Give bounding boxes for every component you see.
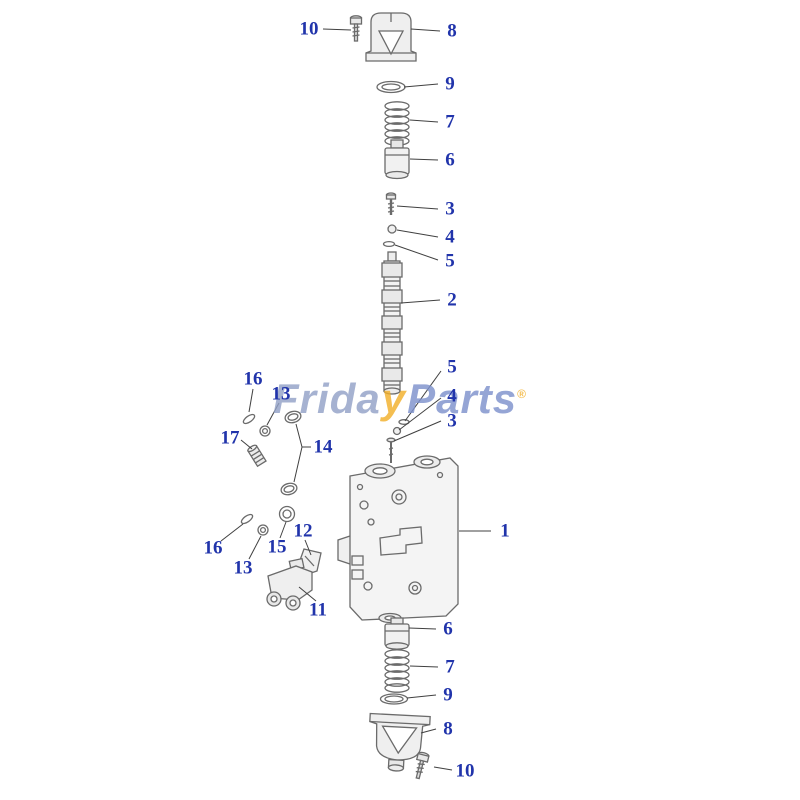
leader-10-bottom (433, 766, 453, 771)
leader-13-lower (248, 535, 262, 560)
watermark-text-frida: Frida (273, 375, 381, 422)
callout-8-bottom: 8 (443, 718, 453, 740)
part-14-gasket-lower-drawing (280, 482, 298, 496)
leader-8-bottom (420, 728, 437, 734)
leader-lines (220, 28, 491, 771)
watermark-text-parts: Parts (407, 375, 518, 422)
leader-3-mid (393, 420, 442, 442)
leader-16-lower (220, 523, 244, 542)
part-6-plug-top-drawing (384, 139, 410, 180)
leader-11 (298, 586, 317, 602)
callout-9-bottom: 9 (443, 684, 453, 706)
part-7-spring-bottom-drawing (384, 649, 410, 693)
callout-7-bottom: 7 (445, 656, 455, 678)
fridayparts-watermark: FridayParts® (273, 375, 527, 423)
callout-13-upper: 13 (271, 383, 291, 405)
part-10-bolt-top-drawing (349, 15, 363, 42)
part-3-pin-mid-drawing (386, 437, 396, 463)
callout-4-mid: 4 (447, 385, 457, 407)
part-15-oring-drawing (278, 505, 296, 523)
part-5-ring-top-drawing (382, 240, 396, 248)
part-13-oring-upper-drawing (259, 425, 271, 437)
part-2-spool-drawing (381, 251, 403, 395)
callout-7-top: 7 (445, 111, 455, 133)
leader-13-upper (266, 402, 280, 426)
part-3-screw-top-drawing (385, 192, 397, 215)
part-8-cap-bottom-drawing (369, 712, 431, 772)
leader-9-bottom (406, 694, 437, 699)
callout-4-top: 4 (445, 226, 455, 248)
callout-16-lower: 16 (203, 537, 223, 559)
part-17-plug-drawing (247, 444, 267, 468)
leader-7-bottom (409, 665, 439, 668)
leader-3-top (396, 205, 439, 210)
part-16-seal-upper-drawing (242, 413, 256, 425)
part-4-ball-mid-drawing (392, 426, 402, 436)
part-7-spring-top-drawing (384, 101, 410, 146)
callout-11: 11 (309, 599, 327, 621)
part-10-bolt-bottom-drawing (415, 751, 430, 780)
part-8-cap-top-drawing (365, 12, 417, 62)
part-16-seal-lower-drawing (240, 513, 254, 525)
leader-4-top (396, 229, 439, 238)
part-14-gasket-upper-drawing (284, 410, 302, 424)
watermark-slash-y: y (381, 375, 407, 422)
leader-5-mid (404, 370, 442, 422)
part-13-oring-lower-drawing (257, 524, 269, 536)
callout-10-top: 10 (299, 18, 319, 40)
leader-15 (279, 521, 287, 539)
leader-6-bottom (408, 627, 437, 630)
callout-6-top: 6 (445, 149, 455, 171)
callout-2: 2 (447, 289, 457, 311)
part-9-oring-bottom-drawing (379, 693, 409, 705)
callout-3-top: 3 (445, 198, 455, 220)
callout-8-top: 8 (447, 20, 457, 42)
leader-9-top (403, 83, 439, 88)
leader-4-mid (398, 397, 442, 431)
watermark-registered-icon: ® (517, 387, 527, 401)
callout-3-mid: 3 (447, 410, 457, 432)
callout-12: 12 (293, 520, 313, 542)
callout-10-bottom: 10 (455, 760, 475, 782)
callout-1: 1 (500, 520, 510, 542)
part-1-valve-body-drawing (337, 455, 459, 624)
leader-16-upper (248, 388, 254, 413)
callout-16-upper: 16 (243, 368, 263, 390)
callout-9-top: 9 (445, 73, 455, 95)
callout-5-top: 5 (445, 250, 455, 272)
leader-7-top (409, 119, 439, 123)
leader-10-top (322, 28, 352, 31)
leader-12 (304, 539, 312, 556)
callout-15: 15 (267, 536, 287, 558)
callout-17: 17 (220, 427, 240, 449)
leader-6-top (409, 158, 439, 161)
callout-13-lower: 13 (233, 557, 253, 579)
part-4-ball-top-drawing (387, 224, 397, 234)
part-11-pilot-valve-drawing (266, 557, 313, 611)
callout-5-mid: 5 (447, 356, 457, 378)
callout-6-bottom: 6 (443, 618, 453, 640)
leader-8-top (410, 28, 441, 32)
part-6-plug-bottom-drawing (384, 617, 410, 650)
leader-2 (400, 299, 441, 304)
callout-14: 14 (313, 436, 333, 458)
part-9-oring-top-drawing (376, 80, 406, 94)
leader-5-top (394, 244, 439, 261)
leader-17 (240, 439, 253, 450)
leader-14-bracket (293, 423, 311, 483)
